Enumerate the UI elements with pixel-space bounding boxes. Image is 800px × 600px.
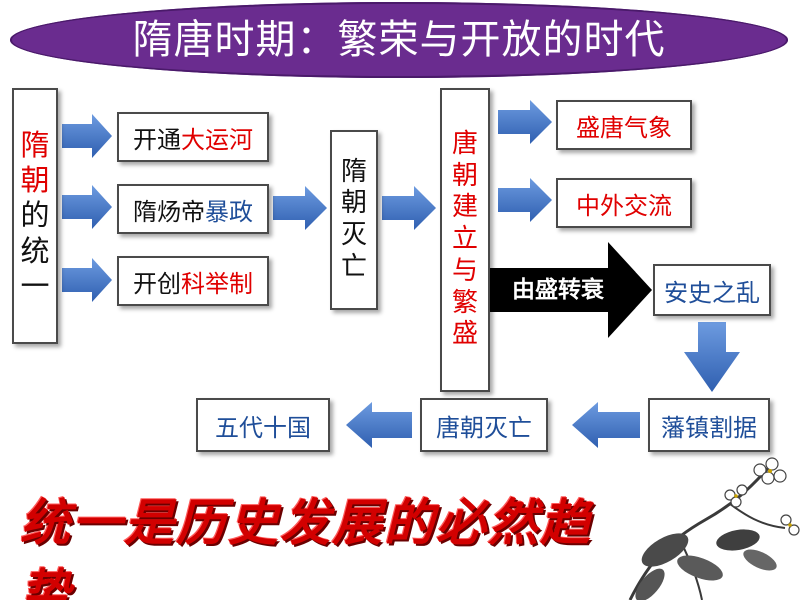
decline-label: 由盛转衰 bbox=[512, 277, 604, 303]
sui-item-highlight: 暴政 bbox=[205, 197, 253, 226]
sui-item-highlight: 科举制 bbox=[181, 269, 253, 298]
tang-founding-char: 立 bbox=[451, 224, 478, 255]
sui-item-prefix: 开创 bbox=[133, 269, 181, 298]
sui-fall-char: 朝 bbox=[340, 188, 367, 219]
tang-fall-box: 唐朝灭亡 bbox=[420, 398, 548, 452]
tang-founding-char: 唐 bbox=[451, 128, 478, 159]
five-dynasties-box: 五代十国 bbox=[196, 398, 330, 452]
arrow-right-2 bbox=[62, 185, 112, 229]
tang-fall-label: 唐朝灭亡 bbox=[436, 413, 532, 442]
arrow-right-7 bbox=[498, 178, 552, 222]
arrow-right-1 bbox=[62, 114, 112, 158]
anshi-label: 安史之乱 bbox=[664, 278, 760, 307]
sui-unification-char: 统 bbox=[20, 233, 50, 268]
sui-item-imperial-exam: 开创科举制 bbox=[117, 256, 269, 306]
tang-item-foreign-exchange: 中外交流 bbox=[556, 178, 692, 228]
arrow-left-2 bbox=[346, 402, 412, 448]
sui-item-prefix: 隋炀帝 bbox=[133, 197, 205, 226]
arrow-right-6 bbox=[498, 100, 552, 144]
sui-item-prefix: 开通 bbox=[133, 125, 181, 154]
sui-unification-box: 隋 朝 的 统 一 bbox=[12, 88, 58, 344]
tang-founding-char: 繁 bbox=[451, 287, 478, 318]
sui-item-grand-canal: 开通大运河 bbox=[117, 112, 269, 162]
sui-item-highlight: 大运河 bbox=[181, 125, 253, 154]
conclusion-slogan: 统一是历史发展的必然趋势 bbox=[20, 493, 592, 600]
tang-founding-char: 盛 bbox=[451, 319, 478, 350]
sui-fall-box: 隋 朝 灭 亡 bbox=[330, 130, 378, 310]
ink-flower-painting bbox=[628, 457, 800, 600]
anshi-rebellion-box: 安史之乱 bbox=[653, 264, 771, 316]
sui-unification-char: 朝 bbox=[20, 162, 50, 197]
tang-item-grand-tang: 盛唐气象 bbox=[556, 100, 692, 150]
sui-unification-char: 的 bbox=[20, 198, 50, 233]
fanzhen-label: 藩镇割据 bbox=[661, 413, 757, 442]
fanzhen-box: 藩镇割据 bbox=[648, 398, 770, 452]
tang-founding-char: 朝 bbox=[451, 160, 478, 191]
sui-fall-char: 隋 bbox=[340, 156, 367, 187]
arrow-right-5 bbox=[382, 186, 436, 230]
tang-founding-char: 建 bbox=[451, 192, 478, 223]
sui-item-tyranny: 隋炀帝暴政 bbox=[117, 184, 269, 234]
page-title: 隋唐时期：繁荣与开放的时代 bbox=[132, 17, 666, 63]
title-banner bbox=[10, 2, 788, 78]
sui-fall-char: 灭 bbox=[340, 220, 367, 250]
arrow-right-3 bbox=[62, 258, 112, 302]
tang-item-label: 盛唐气象 bbox=[576, 113, 672, 142]
arrow-down bbox=[684, 322, 740, 392]
tang-founding-box: 唐 朝 建 立 与 繁 盛 bbox=[440, 88, 490, 392]
arrow-right-4 bbox=[273, 186, 327, 230]
five-dynasties-label: 五代十国 bbox=[215, 413, 311, 442]
sui-fall-char: 亡 bbox=[340, 251, 367, 282]
sui-unification-char: 隋 bbox=[20, 127, 50, 162]
tang-item-label: 中外交流 bbox=[576, 191, 672, 220]
sui-unification-char: 一 bbox=[20, 269, 50, 304]
tang-founding-char: 与 bbox=[451, 255, 478, 286]
